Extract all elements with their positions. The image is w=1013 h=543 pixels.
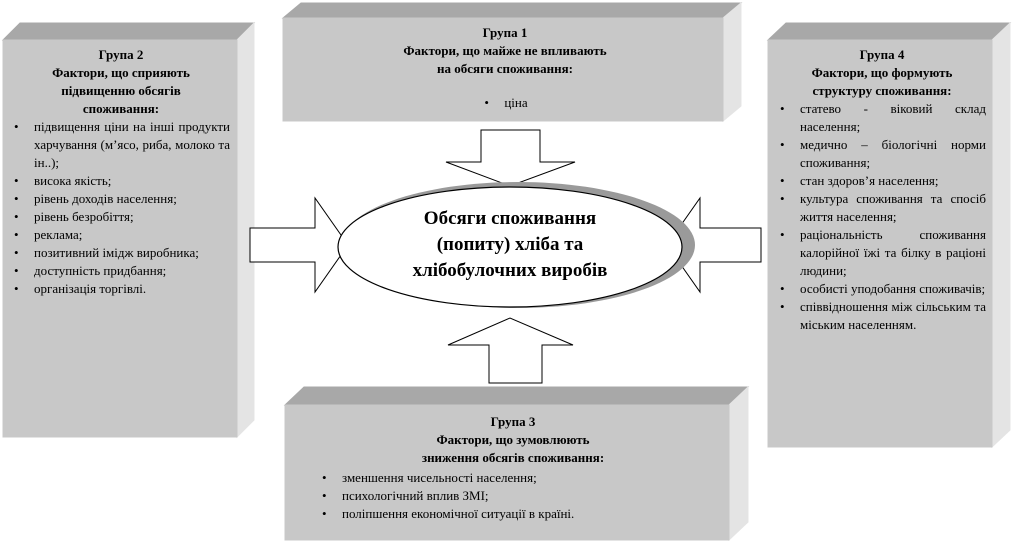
group2-content: Група 2 Фактори, що сприяють підвищенню …: [12, 46, 230, 298]
group2-factor-list: підвищення ціни на інші продукти харчува…: [12, 118, 230, 298]
center-label-line: Обсяги споживання: [423, 208, 597, 229]
group3-factor-list: зменшення чисельності населення; психоло…: [320, 469, 738, 523]
group2-factor-item: організація торгівлі.: [12, 280, 230, 298]
group4-content: Група 4 Фактори, що формують структуру с…: [778, 46, 986, 334]
group2-factor-item: висока якість;: [12, 172, 230, 190]
group2-factor-item: позитивний імідж виробника;: [12, 244, 230, 262]
group4-box-side: [991, 21, 1011, 449]
group3-factor-item: зменшення чисельності населення;: [320, 469, 738, 487]
group1-subtitle-line: Фактори, що майже не впливають: [403, 43, 607, 58]
group3-box-top: [283, 386, 750, 406]
group2-box-top: [1, 22, 256, 41]
group4-subtitle-line: структуру споживання:: [812, 83, 952, 98]
group4-title: Група 4: [859, 47, 905, 62]
group4-factor-item: статево - віковий склад населення;: [778, 100, 986, 136]
group3-subtitle-line: зниження обсягів споживання:: [421, 450, 605, 465]
group4-factor-item: медично – біологічні норми споживання;: [778, 136, 986, 172]
arrow-from-group2: [249, 196, 349, 294]
group4-factor-item: раціональність споживання калорійної їжі…: [778, 226, 986, 280]
group4-box-top: [766, 22, 1012, 41]
group2-factor-item: рівень доходів населення;: [12, 190, 230, 208]
group1-title: Група 1: [482, 25, 528, 40]
group1-subtitle-line: на обсяги споживання:: [437, 61, 573, 76]
group1-box-top: [281, 2, 743, 19]
center-label-line: (попиту) хліба та: [436, 234, 584, 255]
group2-subtitle-line: підвищенню обсягів: [61, 83, 181, 98]
center-ellipse: [337, 186, 683, 308]
group3-factor-item: психологічний вплив ЗМІ;: [320, 487, 738, 505]
group4-factor-list: статево - віковий склад населення; медич…: [778, 100, 986, 334]
group2-factor-item: доступність придбання;: [12, 262, 230, 280]
group1-box-side: [722, 1, 742, 123]
arrow-from-group1: [445, 129, 576, 187]
group2-factor-item: рівень безробіття;: [12, 208, 230, 226]
group2-subtitle-line: Фактори, що сприяють: [52, 65, 190, 80]
group4-factor-item: особисті уподобання споживачів;: [778, 280, 986, 298]
group1-factor-item: ціна: [482, 94, 527, 112]
group2-title: Група 2: [98, 47, 144, 62]
group1-content: Група 1 Фактори, що майже не впливають н…: [286, 24, 724, 112]
arrow-from-group3: [447, 317, 574, 384]
group4-factor-item: співвідношення між сільським та міським …: [778, 298, 986, 334]
group2-subtitle-line: споживання:: [82, 101, 160, 116]
arrow-from-group4: [666, 196, 762, 294]
group4-factor-item: культура споживання та спосіб життя насе…: [778, 190, 986, 226]
group3-content: Група 3 Фактори, що зумовлюють зниження …: [288, 413, 738, 523]
group1-box: [281, 1, 743, 123]
group4-factor-item: стан здоров’я населення;: [778, 172, 986, 190]
center-label-line: хлібобулочних виробів: [412, 260, 608, 281]
group4-subtitle-line: Фактори, що формують: [811, 65, 953, 80]
group3-subtitle-line: Фактори, що зумовлюють: [436, 432, 590, 447]
group3-title: Група 3: [490, 414, 536, 429]
group2-factor-item: реклама;: [12, 226, 230, 244]
group1-factor-list: ціна: [286, 94, 724, 112]
center-label: Обсяги споживання (попиту) хліба та хліб…: [355, 206, 665, 284]
group3-factor-item: поліпшення економічної ситуації в країні…: [320, 505, 738, 523]
group2-factor-item: підвищення ціни на інші продукти харчува…: [12, 118, 230, 172]
